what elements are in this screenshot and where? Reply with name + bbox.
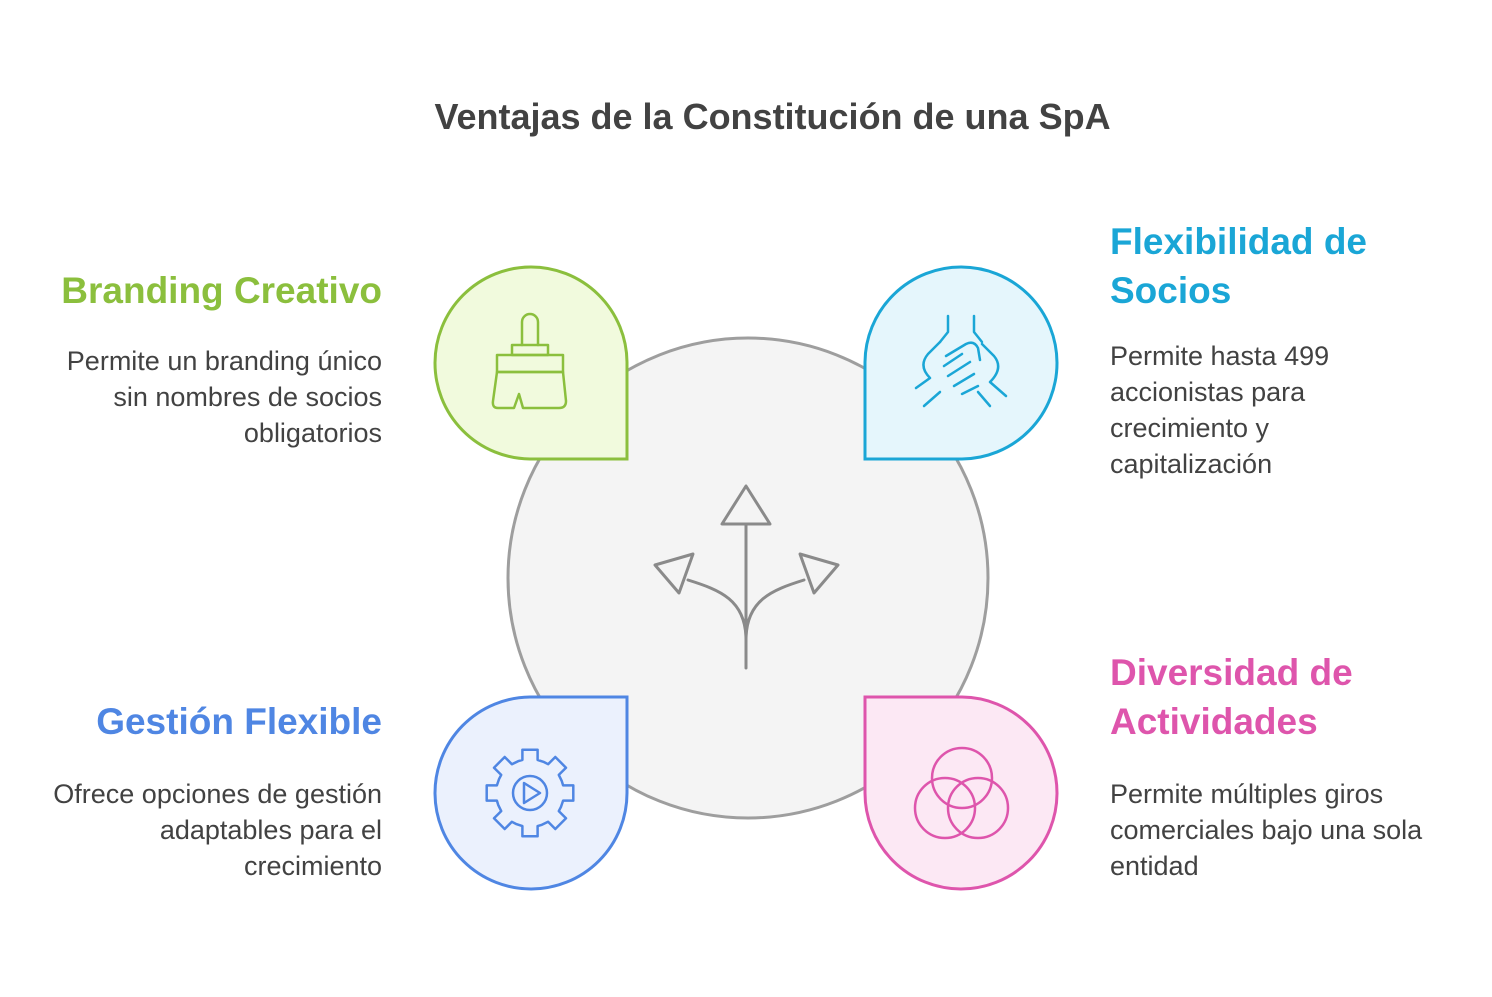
diversidad-shape	[863, 695, 1059, 891]
socios-heading: Flexibilidad de Socios	[1110, 221, 1367, 311]
branding-shape	[433, 265, 629, 461]
joined-hands-icon	[914, 314, 1008, 408]
diversidad-description: Permite múltiples giros comerciales bajo…	[1110, 779, 1423, 881]
diversidad-heading: Diversidad de Actividades	[1110, 652, 1353, 742]
socios-shape	[863, 265, 1059, 461]
diverging-arrows-icon	[653, 484, 840, 670]
gestion-shape	[433, 695, 629, 891]
branding-heading: Branding Creativo	[61, 270, 382, 311]
branding-description: Permite un branding único sin nombres de…	[66, 346, 382, 448]
overlapping-circles-icon	[913, 746, 1010, 840]
gestion-heading: Gestión Flexible	[96, 701, 382, 742]
gear-play-icon	[485, 748, 575, 838]
page-title: Ventajas de la Constitución de una SpA	[434, 96, 1111, 137]
socios-description: Permite hasta 499 accionistas para creci…	[1110, 341, 1330, 479]
paintbrush-icon	[491, 312, 568, 410]
gestion-description: Ofrece opciones de gestión adaptables pa…	[53, 779, 382, 881]
